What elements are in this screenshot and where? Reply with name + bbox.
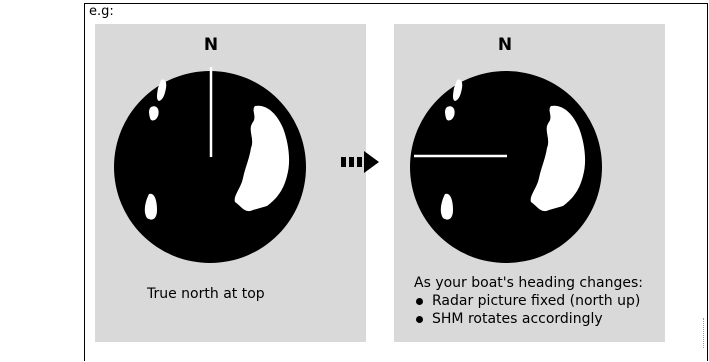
page-edge-mark: [703, 318, 706, 348]
figure-frame: [84, 3, 708, 361]
land-echo-large: [530, 105, 586, 212]
land-echo-small-mid: [445, 106, 455, 121]
radar-display-after: [410, 71, 602, 263]
land-echo-large: [234, 105, 290, 212]
land-echo-small-mid: [149, 106, 159, 121]
land-echo-small-upper: [453, 79, 463, 101]
north-label: N: [497, 35, 513, 55]
north-label: N: [203, 35, 219, 55]
bullet-item: SHM rotates accordingly: [414, 310, 643, 328]
radar-display-before: [114, 67, 306, 263]
land-echo-small-lower: [144, 193, 157, 220]
caption-title: As your boat's heading changes:: [414, 275, 643, 291]
land-echo-small-lower: [440, 193, 453, 220]
north-up-panel-after: N As your boat's heading changes: Radar …: [394, 24, 665, 342]
bullet-item: Radar picture fixed (north up): [414, 292, 643, 310]
land-echo-small-upper: [157, 79, 167, 101]
bullet-text: Radar picture fixed (north up): [432, 293, 641, 309]
caption-true-north: True north at top: [147, 286, 265, 302]
example-label: e.g:: [89, 4, 114, 19]
caption-heading-changes: As your boat's heading changes: Radar pi…: [414, 274, 643, 328]
double-dashed-right-arrow-icon: [341, 151, 379, 173]
bullet-icon: [416, 297, 423, 305]
bullet-icon: [416, 315, 423, 323]
bullet-text: SHM rotates accordingly: [432, 311, 603, 327]
north-up-panel-before: N True north at top: [95, 24, 366, 342]
